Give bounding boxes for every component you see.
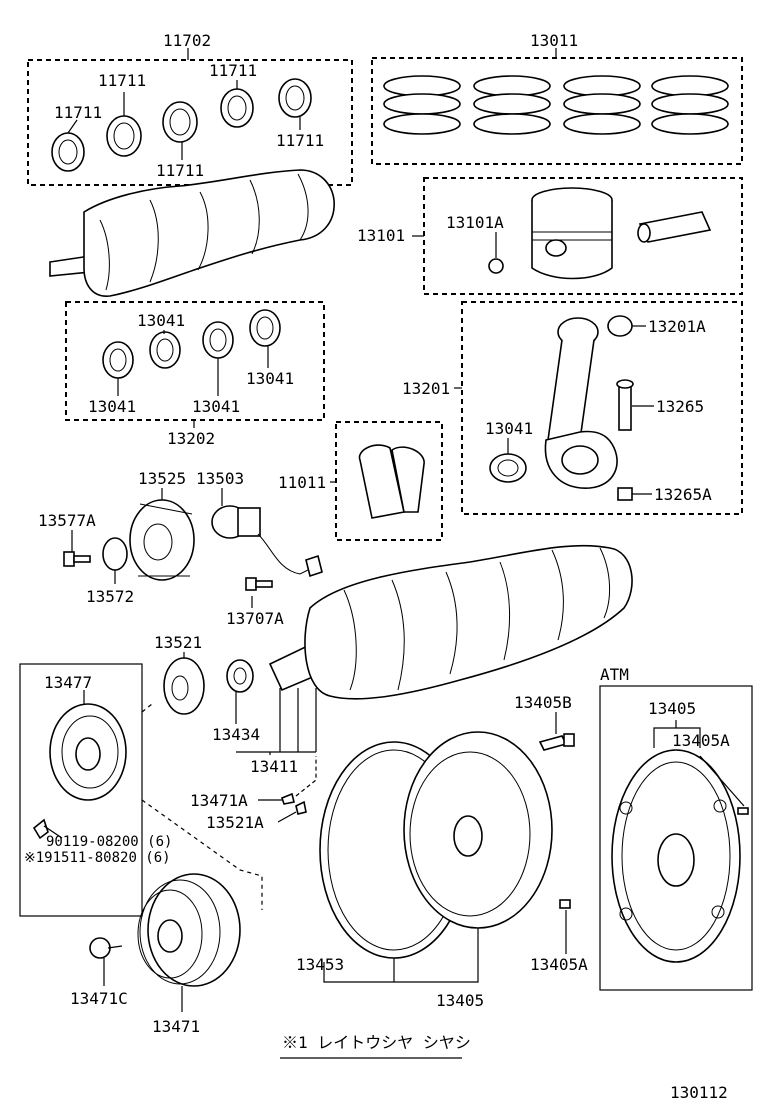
group-box-11011 [335, 421, 443, 541]
bushing-13201a [607, 315, 633, 337]
bearing-13041-3 [202, 321, 234, 359]
label-13405a-atm: 13405A [672, 731, 730, 750]
plate-13572 [102, 537, 128, 571]
label-13041-a: 13041 [137, 311, 185, 330]
drive-plate-atm [611, 749, 741, 963]
label-13503: 13503 [196, 469, 244, 488]
label-13521a: 13521A [206, 813, 264, 832]
timing-gear-13525 [129, 499, 195, 581]
snap-ring-13101a [488, 258, 504, 274]
group-box-13202 [65, 301, 325, 421]
label-13101: 13101 [357, 226, 405, 245]
bearing-13041-5 [489, 453, 527, 483]
crankshaft-illustration [268, 544, 633, 700]
label-11702: 11702 [163, 31, 211, 50]
label-13201a: 13201A [648, 317, 706, 336]
group-box-13477 [19, 663, 143, 917]
key-13521a [295, 800, 307, 815]
pulley-13471 [137, 873, 241, 987]
piston-ring-set-4 [651, 75, 729, 135]
label-13041-d: 13041 [246, 369, 294, 388]
bolt-90119-08200 [32, 818, 63, 840]
label-13477: 13477 [44, 673, 92, 692]
bearing-11711-4 [220, 88, 254, 128]
label-13405b: 13405B [514, 693, 572, 712]
bearing-11711-2 [106, 115, 142, 157]
crankshaft-upper-illustration [49, 169, 335, 297]
label-13011: 13011 [530, 31, 578, 50]
piston-illustration [531, 187, 613, 280]
dowel-atm-13405a [737, 807, 749, 815]
label-11711-d: 11711 [156, 161, 204, 180]
label-13201: 13201 [402, 379, 450, 398]
label-13265: 13265 [656, 397, 704, 416]
label-13405-flywheel: 13405 [436, 991, 484, 1010]
label-13453: 13453 [296, 955, 344, 974]
label-13405-atm: 13405 [648, 699, 696, 718]
piston-pin [637, 211, 712, 243]
bearing-13041-4 [249, 309, 281, 347]
pulley-13477 [49, 703, 127, 801]
label-13411: 13411 [250, 757, 298, 776]
bolt-13265 [616, 379, 634, 431]
label-11711-a: 11711 [98, 71, 146, 90]
group-box-13011 [371, 57, 743, 165]
bearing-11711-3 [162, 101, 198, 143]
spacer-13434 [226, 659, 254, 693]
diagram-code: 130112 [670, 1083, 728, 1102]
group-box-13201 [461, 301, 743, 515]
bearing-13041-2 [149, 331, 181, 369]
label-11711-c: 11711 [209, 61, 257, 80]
footnote-text: ※1 レイトウシヤ シヤシ [282, 1033, 471, 1052]
label-11711-e: 11711 [276, 131, 324, 150]
label-191511-80820: ※191511-80820 (6) [24, 850, 171, 866]
label-13707a: 13707A [226, 609, 284, 628]
label-atm: ATM [600, 665, 629, 684]
bearing-11711-1 [51, 132, 85, 172]
bolt-13707a [245, 577, 273, 591]
piston-ring-set-1 [383, 75, 461, 135]
label-13471a: 13471A [190, 791, 248, 810]
group-box-11702 [27, 59, 353, 186]
nut-13265a [617, 487, 633, 501]
label-13525: 13525 [138, 469, 186, 488]
connecting-rod-illustration [544, 317, 618, 489]
label-13471: 13471 [152, 1017, 200, 1036]
piston-ring-set-3 [563, 75, 641, 135]
label-13101a: 13101A [446, 213, 504, 232]
bolt-13577a [63, 551, 91, 567]
dowel-13405a [559, 899, 571, 909]
label-11011: 11011 [278, 473, 326, 492]
label-90119-08200: 90119-08200 (6) [46, 834, 172, 850]
bolt-13405b [538, 733, 575, 751]
gear-13521 [163, 657, 205, 715]
label-11711-b: 11711 [54, 103, 102, 122]
label-13521: 13521 [154, 633, 202, 652]
key-13471a [281, 792, 295, 805]
label-13471c: 13471C [70, 989, 128, 1008]
label-13202: 13202 [167, 429, 215, 448]
piston-ring-set-2 [473, 75, 551, 135]
group-box-atm [599, 685, 753, 991]
label-13041-c: 13041 [192, 397, 240, 416]
bearing-13041-1 [102, 341, 134, 379]
label-13405a-flywheel: 13405A [530, 955, 588, 974]
bearing-11711-5 [278, 78, 312, 118]
label-13577a: 13577A [38, 511, 96, 530]
label-13434: 13434 [212, 725, 260, 744]
label-13041-b: 13041 [88, 397, 136, 416]
sensor-13503 [211, 505, 323, 578]
flywheel-13405 [403, 731, 553, 929]
bolt-13471c [89, 937, 123, 959]
label-13572: 13572 [86, 587, 134, 606]
label-13041-e: 13041 [485, 419, 533, 438]
thrust-washer-illustration [358, 444, 425, 519]
label-13265a: 13265A [654, 485, 712, 504]
